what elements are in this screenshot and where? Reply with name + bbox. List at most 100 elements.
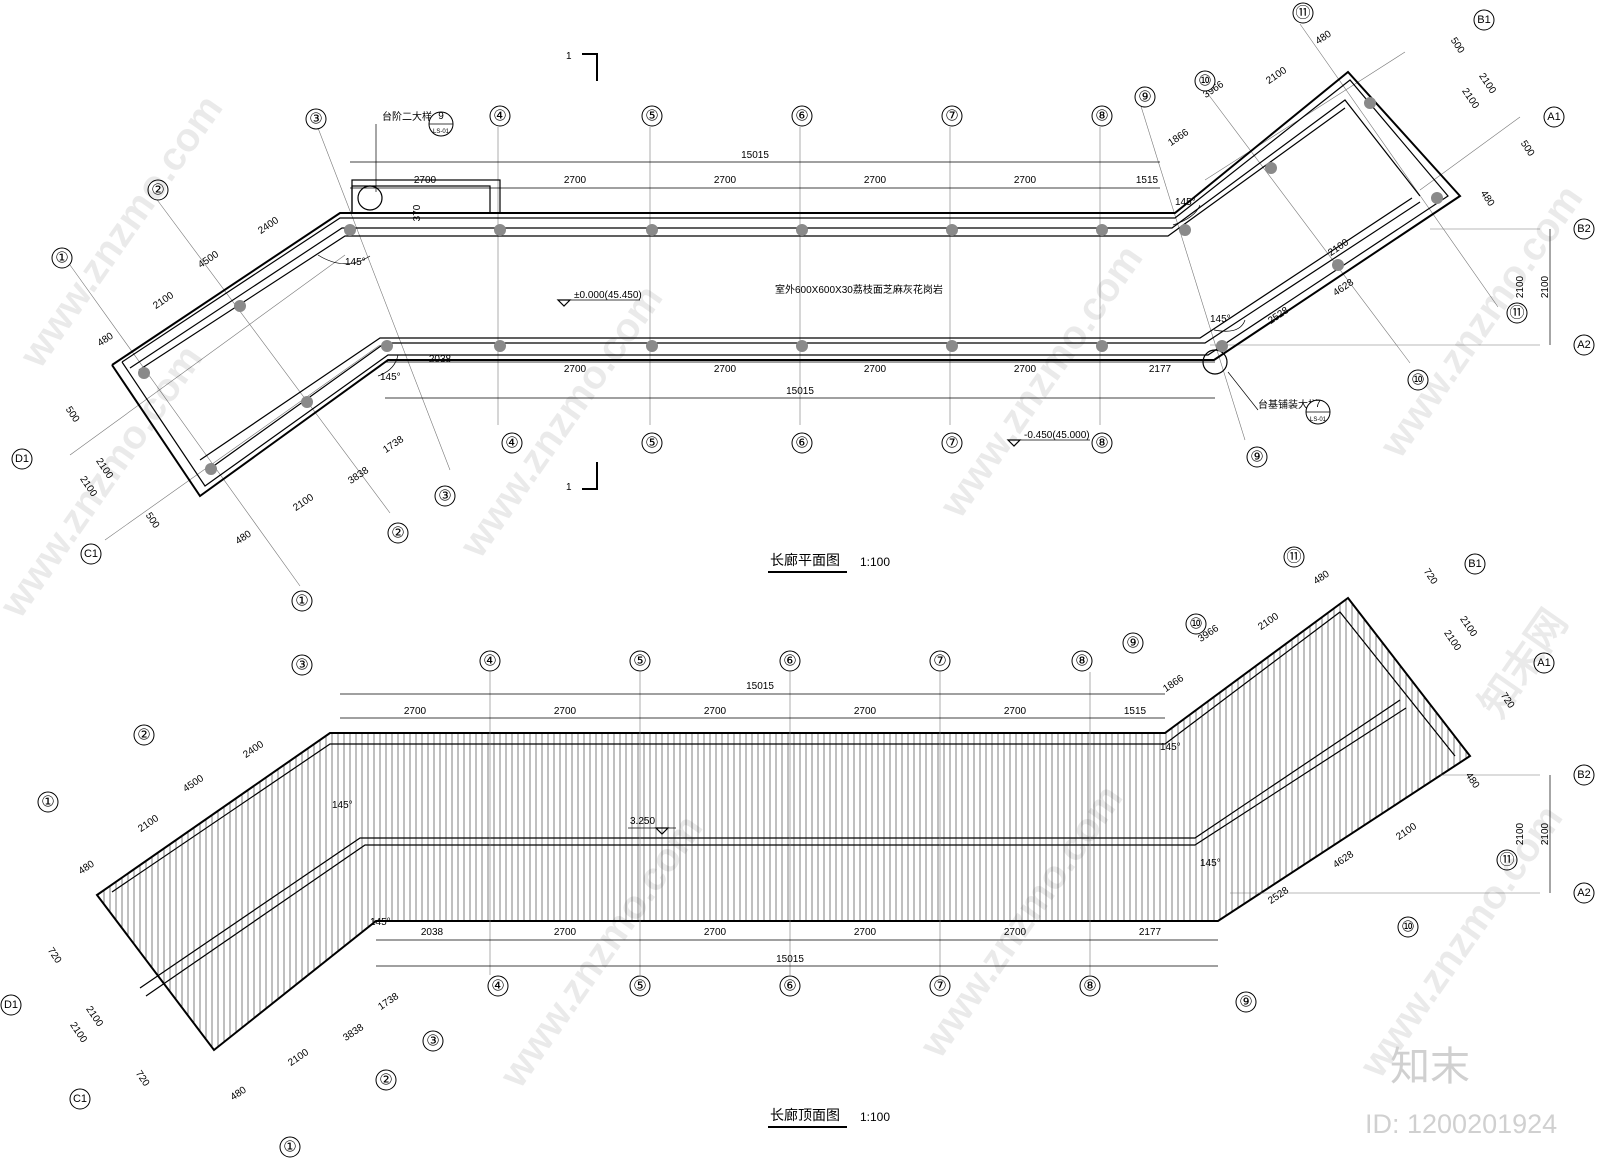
roof-dim-bay: 2700	[704, 706, 727, 717]
axis-C1: C1	[84, 548, 98, 560]
axis-B2: B2	[1577, 223, 1590, 235]
axis-3: ③	[438, 488, 451, 505]
dim-2100: 2100	[1540, 275, 1551, 298]
dim-500: 500	[63, 405, 82, 425]
dim-bay: 2700	[864, 364, 887, 375]
axis-7: ⑦	[945, 435, 958, 452]
watermark-site: www.znzmo.com	[11, 87, 232, 376]
level-top: ±0.000(45.450)	[574, 290, 642, 301]
plan-axis-bubbles: ③ ④ ⑤ ⑥ ⑦ ⑧ ② ① ④ ⑤ ⑥ ⑦ ⑧ ③ ② ① D1 C1 ⑪ …	[11, 2, 1595, 612]
dim-2100: 2100	[1515, 275, 1526, 298]
level-bottom: -0.450(45.000)	[1024, 430, 1090, 441]
axis-7: ⑦	[945, 108, 958, 125]
dim-2177: 2177	[1149, 364, 1172, 375]
dim-2100: 2100	[1459, 86, 1481, 111]
plan-dimensions-top	[350, 161, 1215, 399]
axis-9: ⑨	[1250, 449, 1263, 466]
dim-370: 370	[412, 204, 423, 221]
dim-1515: 1515	[1136, 175, 1159, 186]
dim-500: 500	[143, 511, 162, 531]
dim-2400: 2400	[256, 215, 281, 237]
axis-6: ⑥	[795, 108, 808, 125]
axis-1: ①	[295, 593, 308, 610]
roof-dim-720: 720	[1421, 567, 1440, 587]
roof-angle: 145°	[332, 800, 353, 811]
roof-dim-bay: 2700	[554, 927, 577, 938]
axis-3: ③	[295, 657, 308, 674]
roof-dim-bay: 2700	[854, 706, 877, 717]
axis-8: ⑧	[1083, 978, 1096, 995]
dim-480: 480	[1314, 28, 1334, 47]
roof-dim-2100: 2100	[286, 1047, 311, 1069]
axis-1: ①	[55, 250, 68, 267]
axis-A2: A2	[1577, 339, 1590, 351]
column	[494, 224, 506, 236]
column	[1216, 340, 1228, 352]
roof-dim-2100: 2100	[1457, 614, 1479, 639]
axis-A1: A1	[1537, 657, 1550, 669]
axis-4: ④	[483, 653, 496, 670]
roof-dim-2100: 2100	[67, 1020, 89, 1045]
column	[234, 300, 246, 312]
sheet-ref: LS-01	[1310, 417, 1327, 423]
roof-dim-total: 15015	[776, 954, 804, 965]
dim-bay: 2700	[1014, 175, 1037, 186]
dim-bay: 2700	[714, 175, 737, 186]
roof-angle: 145°	[1200, 858, 1221, 869]
watermark-site: www.znzmo.com	[451, 277, 672, 566]
column	[1179, 224, 1191, 236]
plan-view: 15015 2700 2700 2700 2700 2700 1515 370 …	[11, 2, 1595, 612]
roof-dim-2100: 2100	[1441, 628, 1463, 653]
roof-dim-bay: 2700	[1004, 706, 1027, 717]
plan-title: 长廊平面图	[770, 552, 840, 568]
axis-D1: D1	[4, 999, 18, 1011]
roof-dim-bay: 2700	[704, 927, 727, 938]
axis-1: ①	[283, 1139, 296, 1156]
dim-1738: 1738	[381, 434, 406, 456]
column	[646, 224, 658, 236]
axis-10: ⑩	[1198, 73, 1211, 90]
axis-7: ⑦	[933, 653, 946, 670]
floor-material-note: 室外600X600X30荔枝面芝麻灰花岗岩	[775, 283, 943, 296]
axis-B2: B2	[1577, 769, 1590, 781]
roof-dim-bay: 2700	[554, 706, 577, 717]
axis-10: ⑩	[1401, 919, 1414, 936]
roof-view: 15015 2700 2700 2700 2700 2700 1515 2038…	[0, 546, 1595, 1158]
roof-angle: 145°	[370, 917, 391, 928]
roof-dim-720: 720	[133, 1069, 152, 1089]
roof-dim-2100: 2100	[83, 1004, 105, 1029]
angle-label: 145°	[380, 372, 401, 383]
axis-11: ⑪	[1286, 549, 1301, 566]
dim-500: 500	[1518, 139, 1537, 159]
dim-bay: 2700	[414, 175, 437, 186]
roof-dim-720: 720	[45, 946, 64, 966]
axis-9: ⑨	[1239, 994, 1252, 1011]
watermark-brand: 知末网	[1471, 602, 1576, 726]
watermark-site: www.znzmo.com	[1351, 797, 1572, 1086]
axis-B1: B1	[1477, 14, 1490, 26]
roof-dim-2177: 2177	[1139, 927, 1162, 938]
roof-dim-480: 480	[77, 858, 97, 877]
detail-ref-9: 9	[438, 111, 444, 122]
axis-6: ⑥	[783, 978, 796, 995]
dim-2528: 2528	[1266, 305, 1291, 327]
column	[494, 340, 506, 352]
watermark-site: www.znzmo.com	[0, 337, 211, 626]
roof-dim-1515: 1515	[1124, 706, 1147, 717]
roof-dim-3838: 3838	[341, 1022, 366, 1044]
dim-bay: 2700	[564, 364, 587, 375]
roof-dim-bay: 2700	[404, 706, 427, 717]
column	[205, 463, 217, 475]
roof-dim-1866: 1866	[1161, 673, 1186, 695]
axis-11: ⑪	[1509, 305, 1524, 322]
axis-8: ⑧	[1095, 435, 1108, 452]
axis-11: ⑪	[1499, 852, 1514, 869]
dim-total-top: 15015	[741, 150, 769, 161]
logo-text: 知末	[1390, 1045, 1470, 1089]
roof-dim-2100: 2100	[1394, 821, 1419, 843]
axis-9: ⑨	[1126, 635, 1139, 652]
column	[381, 340, 393, 352]
section-mark: 1	[566, 482, 572, 493]
axis-2: ②	[151, 182, 164, 199]
axis-6: ⑥	[795, 435, 808, 452]
